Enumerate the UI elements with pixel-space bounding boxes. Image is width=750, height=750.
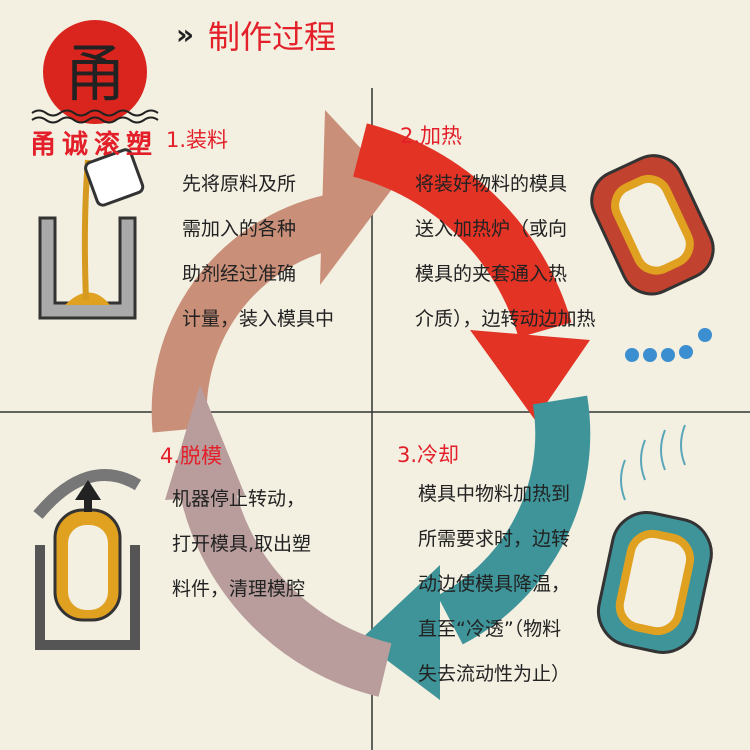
logo-waves <box>31 109 159 124</box>
text-line: 机器停止转动， <box>172 488 306 510</box>
arrowhead-demold <box>165 385 245 500</box>
text-line: 料件，清理模腔 <box>172 578 306 600</box>
demold-icon <box>33 469 142 650</box>
arrow-load <box>151 195 337 433</box>
double-chevron-icon: » <box>176 18 195 51</box>
page-title: 制作过程 <box>208 18 337 56</box>
cooling-mold-icon <box>596 424 713 654</box>
step-text-cool: 模具中物料加热到所需要求时，边转动边使模具降温， 直至“冷透”（物料失去流动性为止… <box>418 472 570 697</box>
arrow-demold <box>177 474 392 697</box>
logo-glyph: 甬 <box>64 37 126 110</box>
text-line: 送入加热炉（或向 <box>415 218 568 240</box>
logo-sun <box>43 20 147 124</box>
text-line: 失去流动性为止） <box>418 663 571 685</box>
text-line: 动边使模具降温， <box>418 573 571 595</box>
step-text-heat: 将装好物料的模具送入加热炉（或向模具的夹套通入热介质），边转动边加热 <box>415 162 596 342</box>
step-text-load: 先将原料及所需加入的各种助剂经过准确计量，装入模具中 <box>182 162 334 342</box>
arrow-cool <box>436 395 591 645</box>
pouring-icon <box>38 148 145 320</box>
arrowhead-heat <box>470 330 590 420</box>
text-line: 所需要求时，边转 <box>418 528 571 550</box>
step-title-cool: 3.冷却 <box>397 443 460 467</box>
step-text-demold: 机器停止转动， 打开模具,取出塑料件，清理模腔 <box>172 477 311 612</box>
arrow-heat <box>352 123 572 338</box>
text-line: 将装好物料的模具 <box>415 173 568 195</box>
text-line: 需加入的各种 <box>182 218 297 240</box>
text-line: 直至“冷透”（物料 <box>418 618 562 640</box>
arrowhead-load <box>320 110 395 285</box>
text-line: 先将原料及所 <box>182 173 297 195</box>
text-line: 计量，装入模具中 <box>182 308 335 330</box>
arrowhead-cool <box>360 565 440 700</box>
step-title-demold: 4.脱模 <box>160 444 223 468</box>
step-title-heat: 2.加热 <box>400 124 463 148</box>
step-title-load: 1.装料 <box>166 128 229 152</box>
heating-mold-icon <box>590 154 715 362</box>
text-line: 介质），边转动边加热 <box>415 308 596 330</box>
text-line: 模具的夹套通入热 <box>415 263 568 285</box>
text-line: 模具中物料加热到 <box>418 483 571 505</box>
brand-name: 甬诚滚塑 <box>30 130 159 160</box>
text-line: 打开模具,取出塑 <box>172 533 312 555</box>
text-line: 助剂经过准确 <box>182 263 297 285</box>
